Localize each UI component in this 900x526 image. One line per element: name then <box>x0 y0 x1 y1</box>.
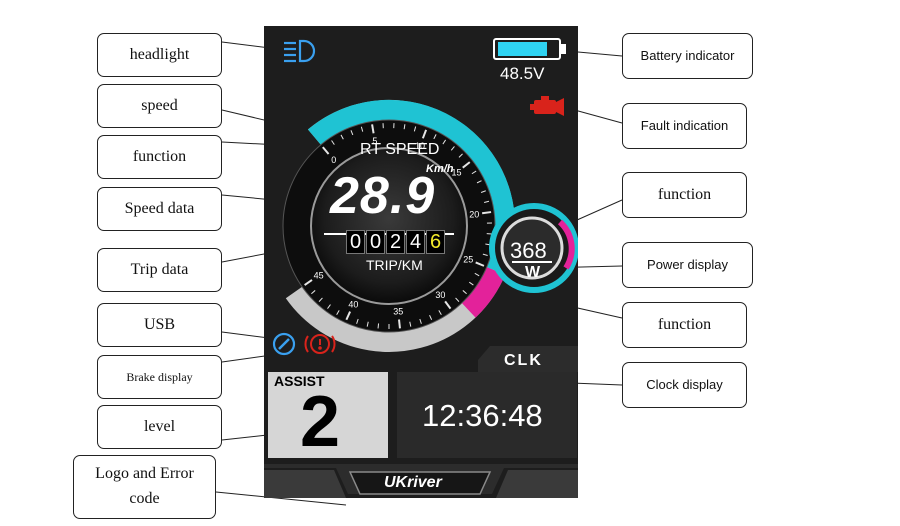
callout-power: Power display <box>622 242 753 288</box>
power-unit: W <box>525 264 541 281</box>
speed-minor-tick <box>409 321 412 327</box>
speed-minor-tick <box>403 124 406 130</box>
speed-major-tick <box>444 300 452 310</box>
speed-tick-label: 0 <box>331 155 336 165</box>
battery-voltage: 48.5V <box>500 64 545 83</box>
speed-minor-tick <box>350 130 354 136</box>
speed-major-tick <box>322 146 330 155</box>
speed-tick-label: 35 <box>393 307 403 317</box>
speed-minor-tick <box>331 140 335 145</box>
speed-minor-tick <box>377 323 380 329</box>
callout-fault: Fault indication <box>622 103 747 149</box>
speed-tick-label: 15 <box>451 168 461 178</box>
speed-unit: Km/h <box>426 163 454 175</box>
callout-logo-error: Logo and Error code <box>73 455 216 519</box>
callout-battery: Battery indicator <box>622 33 753 79</box>
speed-minor-tick <box>419 318 422 324</box>
speed-major-tick <box>421 129 428 139</box>
trip-label: TRIP/KM <box>366 257 423 273</box>
trip-digit: 4 <box>406 230 425 254</box>
callout-speed: speed <box>97 84 222 128</box>
mode-label: RT SPEED <box>360 141 440 158</box>
speed-minor-tick <box>476 180 482 184</box>
speed-minor-tick <box>340 134 344 140</box>
usb-icon <box>272 332 296 356</box>
headlight-icon <box>284 39 316 63</box>
callout-headlight: headlight <box>97 33 222 77</box>
speed-minor-tick <box>318 297 323 302</box>
callout-function-right-bottom: function <box>622 302 747 348</box>
assist-level: 2 <box>300 382 341 462</box>
speed-minor-tick <box>455 297 460 302</box>
battery-terminal <box>561 44 566 54</box>
assist-label: ASSIST <box>274 373 325 389</box>
speed-major-tick <box>304 279 313 286</box>
speed-minor-tick <box>429 315 433 320</box>
callout-function-right-top: function <box>622 172 747 218</box>
speed-minor-tick <box>468 281 474 286</box>
speed-major-tick <box>462 161 471 169</box>
speed-tick-label: 40 <box>348 299 358 309</box>
clk-label: CLK <box>504 352 543 369</box>
speed-minor-tick <box>480 190 486 193</box>
speed-tick-label: 25 <box>463 254 473 264</box>
assist-panel <box>268 372 388 458</box>
speed-major-tick <box>481 211 492 215</box>
speed-track-warning <box>461 266 506 318</box>
speed-tick-label: 45 <box>314 270 324 280</box>
speed-minor-tick <box>413 126 417 132</box>
fault-engine-icon <box>530 96 564 116</box>
trip-digit: 0 <box>346 230 365 254</box>
speed-major-tick <box>475 261 485 267</box>
speed-major-tick <box>398 319 401 329</box>
speed-major-tick <box>371 124 375 134</box>
trip-digit-tenths: 6 <box>426 230 445 254</box>
speed-minor-tick <box>360 126 364 132</box>
speed-minor-tick <box>462 290 467 295</box>
speed-minor-tick <box>311 290 316 295</box>
power-value: 368 <box>510 238 547 263</box>
speed-minor-tick <box>356 318 359 324</box>
speed-minor-tick <box>458 153 463 158</box>
battery-icon <box>493 38 561 60</box>
callout-usb: USB <box>97 303 222 347</box>
speed-minor-tick <box>336 310 340 315</box>
callout-level: level <box>97 405 222 449</box>
clk-tab <box>478 346 578 372</box>
speed-tick-label: 5 <box>372 136 377 146</box>
speed-minor-tick <box>471 170 477 175</box>
speed-value: 28.9 <box>330 167 436 225</box>
clock-panel <box>397 372 577 458</box>
trip-digit: 0 <box>366 230 385 254</box>
callout-clock: Clock display <box>622 362 747 408</box>
speed-major-tick <box>345 311 352 321</box>
speed-tick-label: 30 <box>435 290 445 300</box>
speed-minor-tick <box>474 272 480 277</box>
speed-minor-tick <box>327 304 331 309</box>
clock-time: 12:36:48 <box>422 398 543 433</box>
speed-minor-tick <box>433 134 437 140</box>
speed-minor-tick <box>482 253 488 257</box>
speed-minor-tick <box>442 139 447 145</box>
trip-digit: 2 <box>386 230 405 254</box>
callout-function-left: function <box>97 135 222 179</box>
power-ring-warning <box>557 219 575 270</box>
speed-tick-label: 10 <box>415 141 425 151</box>
logo: UKriver <box>384 474 442 491</box>
brake-icon <box>304 334 336 354</box>
speed-minor-tick <box>438 310 442 315</box>
callout-brake: Brake display <box>97 355 222 399</box>
speed-minor-tick <box>450 146 455 151</box>
callout-trip-data: Trip data <box>97 248 222 292</box>
speed-minor-tick <box>366 321 369 327</box>
speed-tick-label: 20 <box>469 209 479 219</box>
speed-minor-tick <box>484 200 490 203</box>
dial-face <box>310 147 468 305</box>
callout-speed-data: Speed data <box>97 187 222 231</box>
